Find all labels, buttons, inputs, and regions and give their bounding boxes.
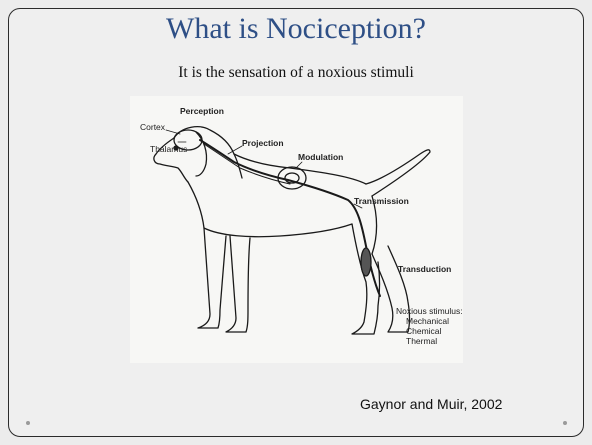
nociception-dog-diagram: Perception Cortex Thalamus Projection Mo… xyxy=(130,96,463,363)
leader-modulation xyxy=(296,162,302,168)
corner-dot-right xyxy=(563,421,567,425)
nociceptor-bundle xyxy=(361,248,371,276)
label-transmission: Transmission xyxy=(354,196,409,206)
label-projection: Projection xyxy=(242,138,284,148)
citation: Gaynor and Muir, 2002 xyxy=(360,396,502,412)
slide-title: What is Nociception? xyxy=(0,12,592,46)
dog-front-leg-2 xyxy=(226,236,250,332)
label-thalamus: Thalamus xyxy=(150,144,187,154)
label-perception: Perception xyxy=(180,106,224,116)
dog-chest-outline xyxy=(188,182,352,237)
slide-subtitle: It is the sensation of a noxious stimuli xyxy=(0,64,592,82)
dog-front-leg-1 xyxy=(198,228,226,328)
neural-pathway xyxy=(200,140,380,296)
dog-tail-outline xyxy=(366,150,430,196)
label-cortex: Cortex xyxy=(140,122,165,132)
label-thermal: Thermal xyxy=(406,336,437,346)
corner-dot-left xyxy=(26,421,30,425)
label-transduction: Transduction xyxy=(398,264,451,274)
label-noxious-stimulus: Noxious stimulus: xyxy=(396,306,463,316)
label-mechanical: Mechanical xyxy=(406,316,449,326)
label-chemical: Chemical xyxy=(406,326,441,336)
leader-cortex xyxy=(166,130,180,134)
label-modulation: Modulation xyxy=(298,152,343,162)
